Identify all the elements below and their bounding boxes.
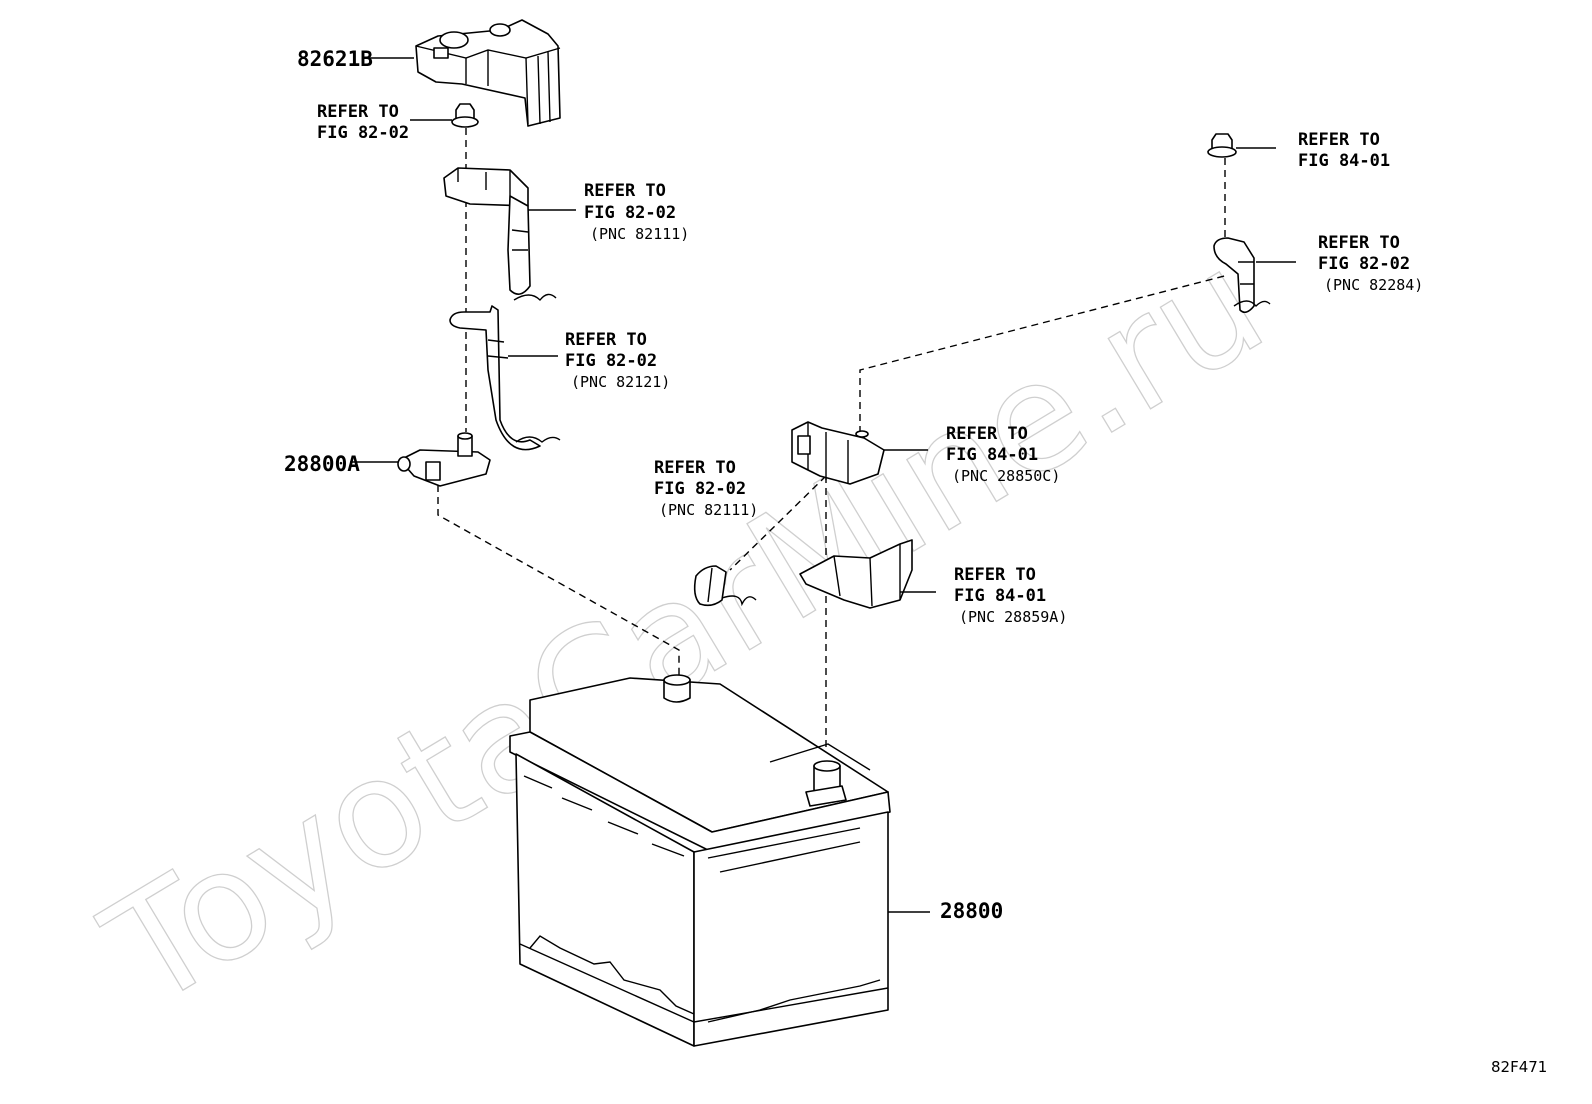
part-number-82621b: 82621B xyxy=(297,47,373,71)
svg-text:FIG 82-02: FIG 82-02 xyxy=(565,351,657,371)
svg-text:(PNC 28859A): (PNC 28859A) xyxy=(959,608,1067,626)
refer-callout-6: REFER TO FIG 84-01 (PNC 28859A) xyxy=(954,565,1067,626)
diagram-code: 82F471 xyxy=(1491,1058,1547,1076)
svg-text:FIG 84-01: FIG 84-01 xyxy=(1298,151,1390,171)
svg-text:REFER TO: REFER TO xyxy=(317,102,399,122)
svg-text:REFER TO: REFER TO xyxy=(654,458,736,478)
svg-text:(PNC 82121): (PNC 82121) xyxy=(571,373,670,391)
refer-callout-8: REFER TO FIG 82-02 (PNC 82284) xyxy=(1318,233,1423,294)
nut-left xyxy=(451,103,479,128)
svg-text:REFER TO: REFER TO xyxy=(584,181,666,201)
sensor-plug xyxy=(693,565,757,607)
svg-text:FIG 82-02: FIG 82-02 xyxy=(654,479,746,499)
svg-text:(PNC 82284): (PNC 82284) xyxy=(1324,276,1423,294)
svg-text:FIG 82-02: FIG 82-02 xyxy=(584,203,676,223)
svg-text:FIG 84-01: FIG 84-01 xyxy=(946,445,1038,465)
negative-cable xyxy=(449,305,561,451)
part-number-28800: 28800 xyxy=(940,899,1003,923)
positive-cable xyxy=(443,167,557,302)
refer-callout-4: REFER TO FIG 82-02 (PNC 82111) xyxy=(654,458,758,519)
refer-callout-2: REFER TO FIG 82-02 (PNC 82111) xyxy=(584,181,689,243)
svg-text:REFER TO: REFER TO xyxy=(1298,130,1380,150)
svg-text:(PNC 28850C): (PNC 28850C) xyxy=(952,467,1060,485)
battery xyxy=(509,674,891,1047)
battery-terminal xyxy=(397,432,491,487)
ground-cable xyxy=(1213,237,1271,314)
svg-text:REFER TO: REFER TO xyxy=(954,565,1036,585)
svg-text:FIG 82-02: FIG 82-02 xyxy=(317,123,409,143)
nut-right xyxy=(1207,133,1237,158)
terminal-cover xyxy=(415,19,561,127)
svg-text:(PNC 82111): (PNC 82111) xyxy=(659,501,758,519)
svg-text:REFER TO: REFER TO xyxy=(1318,233,1400,253)
refer-callout-7: REFER TO FIG 84-01 xyxy=(1298,130,1390,171)
refer-callout-3: REFER TO FIG 82-02 (PNC 82121) xyxy=(565,330,670,391)
part-number-28800a: 28800A xyxy=(284,452,360,476)
svg-text:FIG 84-01: FIG 84-01 xyxy=(954,586,1046,606)
svg-text:FIG 82-02: FIG 82-02 xyxy=(1318,254,1410,274)
svg-text:REFER TO: REFER TO xyxy=(565,330,647,350)
svg-text:REFER TO: REFER TO xyxy=(946,424,1028,444)
sensor-bracket xyxy=(799,539,913,609)
refer-callout-5: REFER TO FIG 84-01 (PNC 28850C) xyxy=(946,424,1060,485)
current-sensor xyxy=(791,421,885,485)
svg-text:(PNC 82111): (PNC 82111) xyxy=(590,225,689,243)
refer-callout-1: REFER TO FIG 82-02 xyxy=(317,102,409,143)
